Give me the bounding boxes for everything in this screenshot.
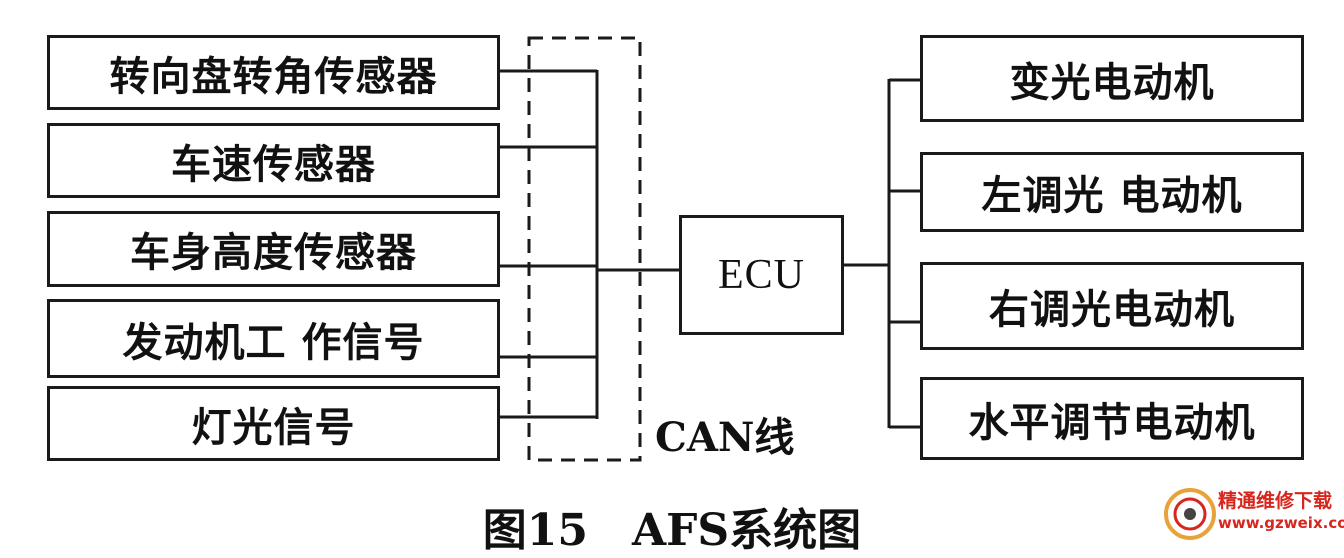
- output-box-left-adjust-motor: 左调光 电动机: [920, 152, 1304, 232]
- watermark-logo-icon: [1164, 488, 1216, 540]
- output-label: 左调光 电动机: [981, 172, 1243, 219]
- watermark: 精通维修下载 www.gzweix.com: [1218, 490, 1344, 534]
- output-label: 右调光电动机: [989, 286, 1235, 333]
- ecu-label: ECU: [718, 252, 805, 298]
- output-box-level-adjust-motor: 水平调节电动机: [920, 377, 1304, 460]
- input-box-engine-signal: 发动机工 作信号: [47, 299, 500, 378]
- output-box-dimming-motor: 变光电动机: [920, 35, 1304, 122]
- output-label: 变光电动机: [1009, 58, 1215, 106]
- input-box-speed-sensor: 车速传感器: [47, 123, 500, 198]
- output-label: 水平调节电动机: [968, 398, 1256, 446]
- input-box-light-signal: 灯光信号: [47, 386, 500, 461]
- input-label: 发动机工 作信号: [122, 318, 425, 366]
- ecu-box: ECU: [679, 215, 844, 335]
- watermark-url: www.gzweix.com: [1218, 514, 1344, 532]
- connection-lines: [498, 36, 922, 462]
- figure-caption: 图15 AFS系统图: [482, 505, 862, 556]
- input-box-steering-angle-sensor: 转向盘转角传感器: [47, 35, 500, 110]
- input-label: 车身高度传感器: [130, 229, 417, 276]
- can-bus-boundary: [527, 36, 642, 462]
- input-box-body-height-sensor: 车身高度传感器: [47, 211, 500, 287]
- input-label: 转向盘转角传感器: [109, 52, 438, 100]
- output-box-right-adjust-motor: 右调光电动机: [920, 262, 1304, 350]
- watermark-name: 精通维修下载: [1218, 490, 1333, 512]
- can-bus-label: CAN线: [655, 414, 795, 461]
- input-label: 车速传感器: [171, 140, 376, 188]
- input-label: 灯光信号: [191, 403, 356, 451]
